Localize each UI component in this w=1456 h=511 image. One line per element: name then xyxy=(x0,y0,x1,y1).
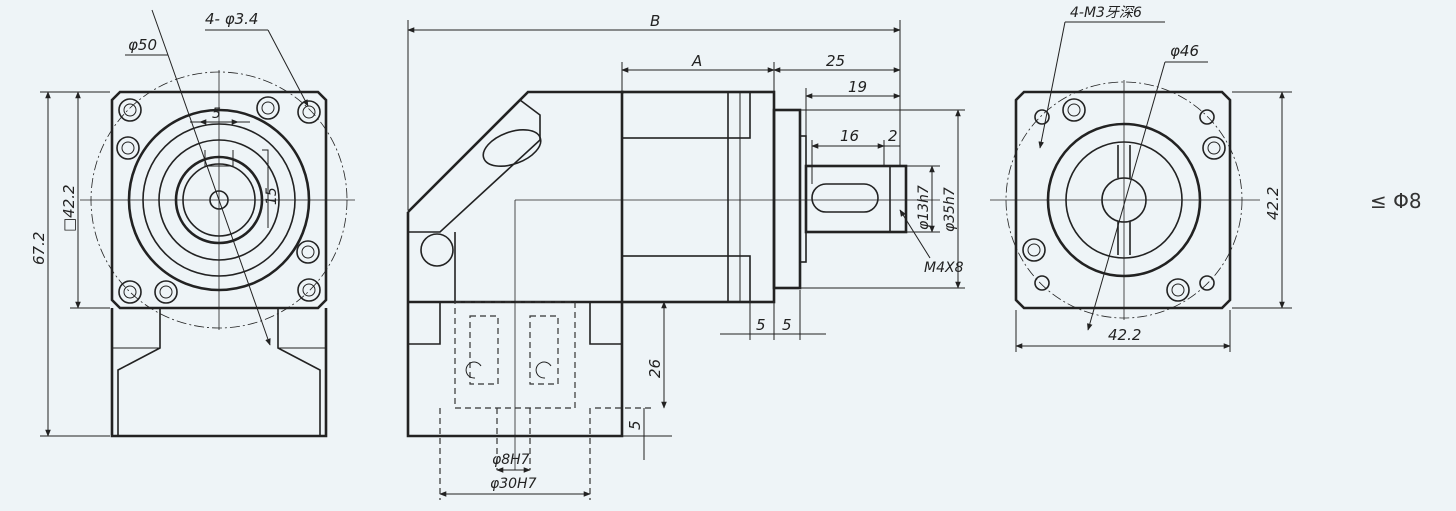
side-length-a: A xyxy=(691,52,702,70)
rear-view: 4-M3牙深6 φ46 42.2 42.2 xyxy=(990,5,1292,352)
side-dim-25: 25 xyxy=(826,52,845,70)
side-length-b: B xyxy=(650,12,660,30)
side-base-step: 5 xyxy=(626,420,644,430)
front-height-label: 67.2 xyxy=(30,232,48,265)
rear-width-label: 42.2 xyxy=(1108,326,1141,344)
side-dim-2: 2 xyxy=(888,127,898,145)
side-step-1: 5 xyxy=(756,316,766,334)
side-step-2: 5 xyxy=(782,316,792,334)
side-pilot-diameter: φ35h7 xyxy=(942,187,958,232)
side-view: B A 25 19 16 2 φ13h7 φ35h7 M4X8 xyxy=(406,12,965,500)
front-pcd-label: φ50 xyxy=(128,36,157,54)
side-bore-label: φ8H7 xyxy=(492,452,530,468)
side-dim-16: 16 xyxy=(840,127,859,145)
side-shaft-diameter: φ13h7 xyxy=(916,185,932,230)
side-base-height: 26 xyxy=(646,359,664,378)
front-dim-15: 15 xyxy=(264,187,280,205)
front-dim-5: 5 xyxy=(212,106,221,122)
front-flange-label: □42.2 xyxy=(60,184,78,232)
side-dim-19: 19 xyxy=(848,78,867,96)
rear-thread-callout: 4-M3牙深6 xyxy=(1070,5,1142,21)
front-hole-callout: 4- φ3.4 xyxy=(205,10,258,28)
rear-height-label: 42.2 xyxy=(1264,187,1282,220)
rear-pcd-label: φ46 xyxy=(1170,42,1199,60)
bore-note: ≤ Φ8 xyxy=(1370,189,1422,213)
side-thread-label: M4X8 xyxy=(924,260,964,276)
side-bore-pilot-label: φ30H7 xyxy=(490,476,537,492)
front-view: 67.2 □42.2 4- φ3.4 φ50 5 15 xyxy=(30,9,355,438)
